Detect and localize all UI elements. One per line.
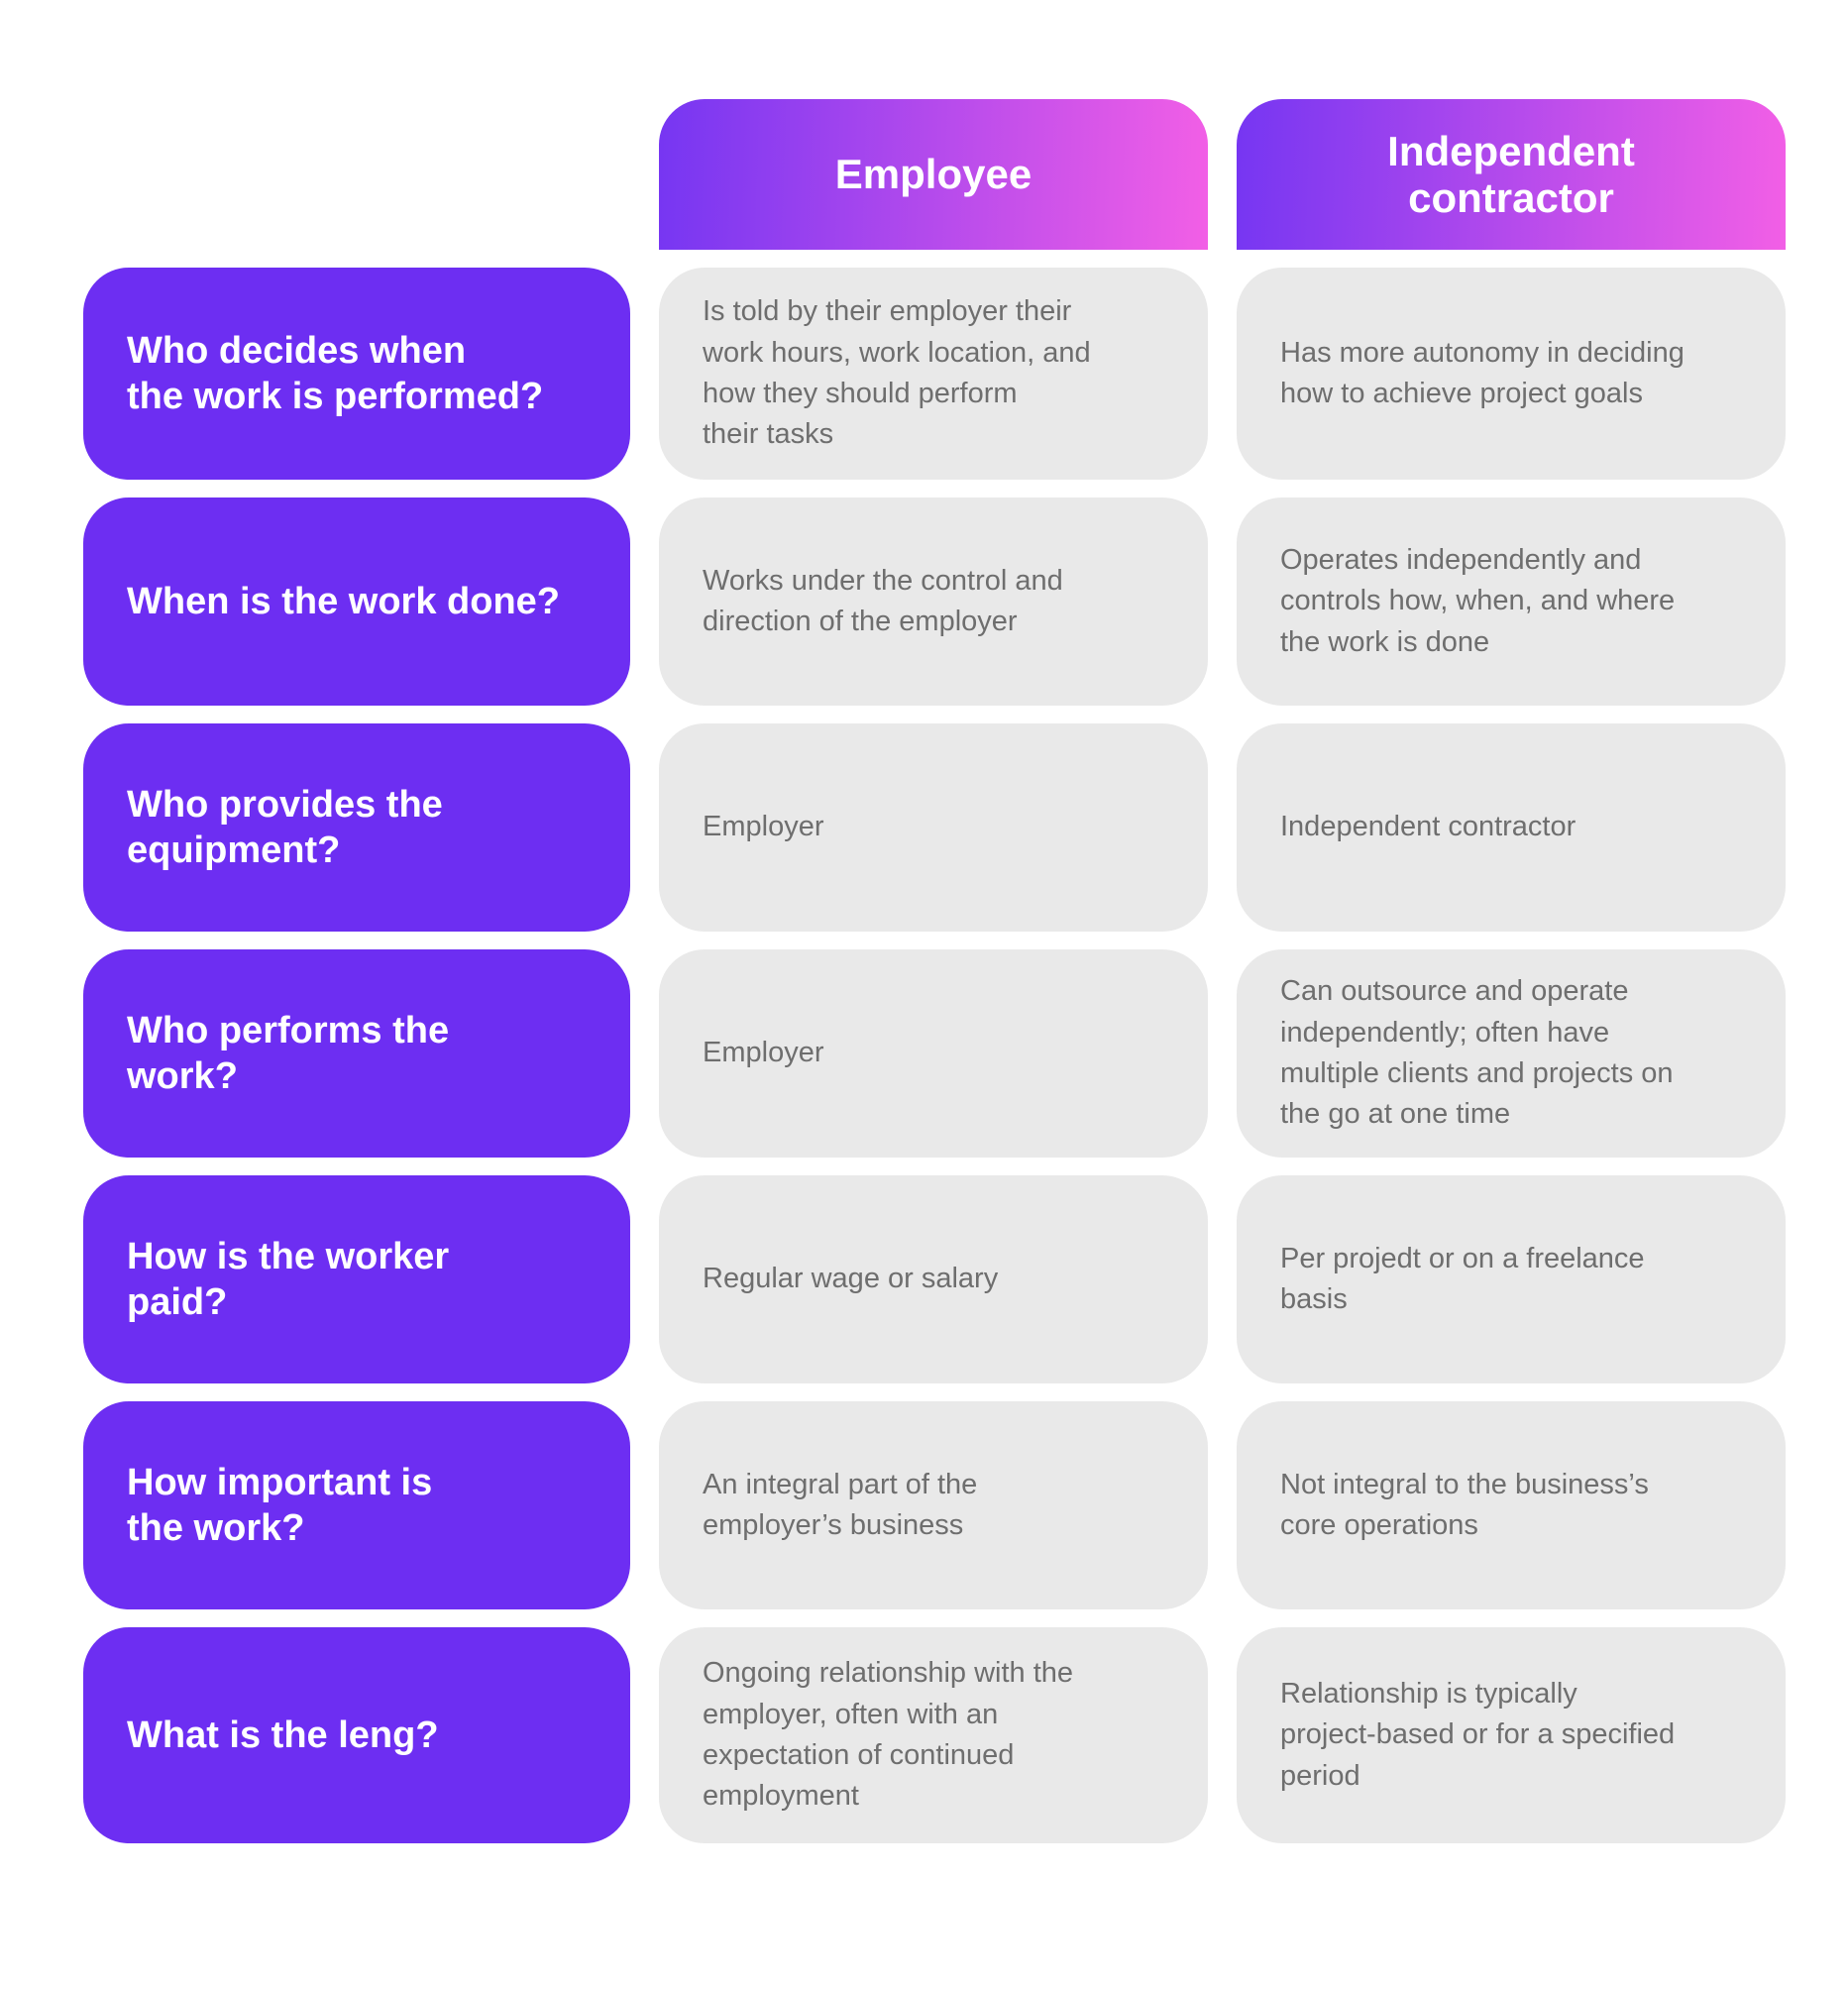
question-cell-row-5: How is the worker paid?: [83, 1175, 630, 1383]
column-header-independent-contractor-label: Independent contractor: [1387, 127, 1635, 221]
question-label: Who performs the work?: [127, 1009, 450, 1097]
contractor-answer: Relationship is typically project-based …: [1280, 1677, 1676, 1792]
contractor-answer: Independent contractor: [1280, 811, 1576, 843]
question-cell-row-4: Who performs the work?: [83, 949, 630, 1158]
question-label: What is the leng?: [127, 1713, 439, 1756]
contractor-cell-row-2: Operates independently and controls how,…: [1237, 497, 1786, 706]
column-header-independent-contractor: Independent contractor: [1237, 99, 1786, 250]
question-cell-row-6: How important is the work?: [83, 1401, 630, 1609]
question-cell-row-1: Who decides when the work is performed?: [83, 268, 630, 480]
contractor-cell-row-5: Per projedt or on a freelance basis: [1237, 1175, 1786, 1383]
employee-cell-row-6: An integral part of the employer’s busin…: [659, 1401, 1208, 1609]
question-cell-row-7: What is the leng?: [83, 1627, 630, 1843]
question-label: When is the work done?: [127, 580, 561, 622]
column-header-employee: Employee: [659, 99, 1208, 250]
employee-cell-row-2: Works under the control and direction of…: [659, 497, 1208, 706]
contractor-answer: Operates independently and controls how,…: [1280, 543, 1676, 658]
employee-cell-row-3: Employer: [659, 723, 1208, 932]
contractor-cell-row-6: Not integral to the business’s core oper…: [1237, 1401, 1786, 1609]
employee-answer: Is told by their employer their work hou…: [703, 295, 1091, 451]
contractor-cell-row-7: Relationship is typically project-based …: [1237, 1627, 1786, 1843]
question-cell-row-2: When is the work done?: [83, 497, 630, 706]
contractor-answer: Per projedt or on a freelance basis: [1280, 1242, 1645, 1315]
contractor-cell-row-4: Can outsource and operate independently;…: [1237, 949, 1786, 1158]
question-label: How important is the work?: [127, 1461, 433, 1549]
header-corner-spacer: [83, 99, 630, 250]
employee-cell-row-4: Employer: [659, 949, 1208, 1158]
contractor-answer: Not integral to the business’s core oper…: [1280, 1468, 1649, 1541]
comparison-table: Employee Independent contractor Who deci…: [83, 99, 1786, 1843]
contractor-answer: Has more autonomy in deciding how to ach…: [1280, 336, 1685, 409]
employee-answer: Ongoing relationship with the employer, …: [703, 1657, 1074, 1813]
contractor-answer: Can outsource and operate independently;…: [1280, 975, 1674, 1131]
employee-cell-row-5: Regular wage or salary: [659, 1175, 1208, 1383]
employee-answer: Works under the control and direction of…: [703, 564, 1063, 637]
employee-cell-row-1: Is told by their employer their work hou…: [659, 268, 1208, 480]
column-header-employee-label: Employee: [834, 151, 1033, 198]
employee-cell-row-7: Ongoing relationship with the employer, …: [659, 1627, 1208, 1843]
employee-answer: An integral part of the employer’s busin…: [703, 1468, 978, 1541]
question-label: Who provides the equipment?: [127, 783, 443, 871]
contractor-cell-row-3: Independent contractor: [1237, 723, 1786, 932]
question-cell-row-3: Who provides the equipment?: [83, 723, 630, 932]
contractor-cell-row-1: Has more autonomy in deciding how to ach…: [1237, 268, 1786, 480]
question-label: Who decides when the work is performed?: [127, 329, 544, 417]
employee-answer: Regular wage or salary: [703, 1263, 999, 1295]
question-label: How is the worker paid?: [127, 1235, 450, 1323]
employee-answer: Employer: [703, 811, 824, 843]
employee-answer: Employer: [703, 1037, 824, 1069]
